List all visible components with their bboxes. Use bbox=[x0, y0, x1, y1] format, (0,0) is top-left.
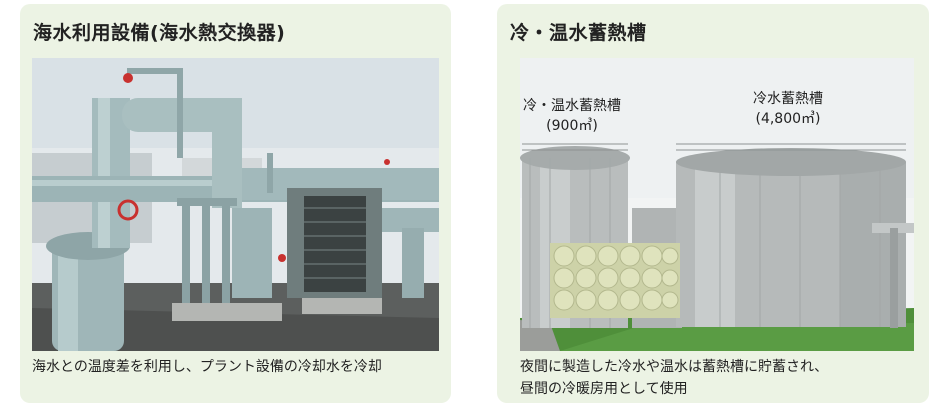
small-tank-capacity: (900㎥) bbox=[546, 118, 598, 134]
large-tank-capacity: (4,800㎥) bbox=[755, 111, 820, 127]
large-tank-name: 冷水蓄熱槽 bbox=[753, 91, 823, 107]
storage-tanks-photo: 冷・温水蓄熱槽 (900㎥) 冷水蓄熱槽 (4,800㎥) bbox=[520, 58, 914, 351]
thermal-storage-card: 冷・温水蓄熱槽 bbox=[497, 4, 929, 403]
card-title: 冷・温水蓄熱槽 bbox=[510, 22, 647, 44]
card-caption: 夜間に製造した冷水や温水は蓄熱槽に貯蓄され、 昼間の冷暖房用として使用 bbox=[520, 356, 828, 400]
seawater-equipment-card: 海水利用設備(海水熱交換器) bbox=[20, 4, 451, 403]
heat-exchanger-photo bbox=[32, 58, 439, 351]
card-caption: 海水との温度差を利用し、プラント設備の冷却水を冷却 bbox=[32, 359, 382, 375]
card-title: 海水利用設備(海水熱交換器) bbox=[33, 22, 286, 44]
caption-line-1: 夜間に製造した冷水や温水は蓄熱槽に貯蓄され、 bbox=[520, 359, 829, 375]
caption-line-2: 昼間の冷暖房用として使用 bbox=[520, 381, 688, 397]
small-tank-name: 冷・温水蓄熱槽 bbox=[523, 98, 621, 114]
